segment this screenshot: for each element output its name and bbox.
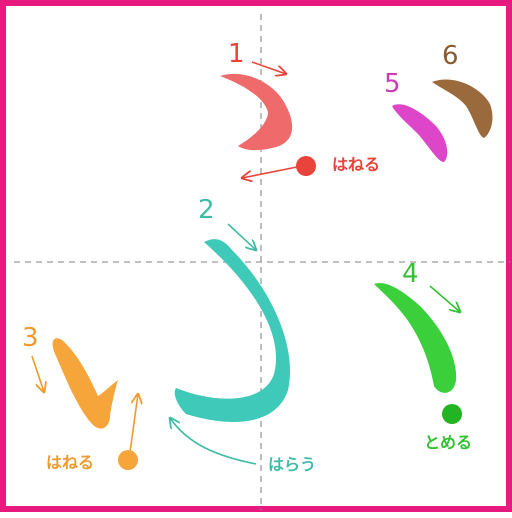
stroke-2-harai-arrow	[170, 418, 257, 465]
stroke-6-group: 6	[432, 41, 493, 138]
stroke-2-number: 2	[198, 195, 215, 225]
stroke-3-shape	[52, 338, 118, 429]
stroke-3-hane-arrow	[129, 394, 138, 453]
stroke-1-shape	[220, 73, 293, 151]
stroke-1-end-dot	[296, 156, 316, 176]
stroke-3-number: 3	[22, 323, 39, 353]
stroke-3-direction-arrow	[31, 355, 44, 392]
stroke-2-direction-arrow	[227, 223, 256, 250]
stroke-2-shape	[174, 239, 291, 422]
stroke-4-annotation: とめる	[424, 433, 472, 452]
stroke-4-shape	[374, 283, 457, 393]
stroke-4-direction-arrow	[429, 285, 460, 312]
stroke-3-annotation: はねる	[46, 453, 94, 472]
stroke-1-group: 1 はねる	[220, 39, 380, 178]
stroke-2-group: 2 はらう	[170, 195, 316, 474]
stroke-4-number: 4	[402, 259, 419, 289]
stroke-5-number: 5	[384, 69, 401, 99]
stroke-4-group: 4 とめる	[374, 259, 472, 452]
stroke-1-direction-arrow	[251, 61, 286, 74]
stroke-order-diagram: 1 はねる 2 はらう 3 はねる 4 とめる 5 6	[14, 14, 510, 510]
stroke-3-group: 3 はねる	[22, 323, 138, 472]
stroke-3-end-dot	[118, 450, 138, 470]
stroke-2-annotation: はらう	[268, 455, 316, 474]
stroke-1-hane-arrow	[242, 165, 303, 178]
stroke-5-group: 5	[384, 69, 448, 162]
stroke-1-annotation: はねる	[332, 155, 380, 174]
stroke-6-number: 6	[442, 41, 459, 71]
stroke-4-end-dot	[442, 404, 462, 424]
stroke-6-shape	[432, 79, 493, 138]
stroke-1-number: 1	[228, 39, 245, 69]
stroke-5-shape	[392, 104, 448, 162]
